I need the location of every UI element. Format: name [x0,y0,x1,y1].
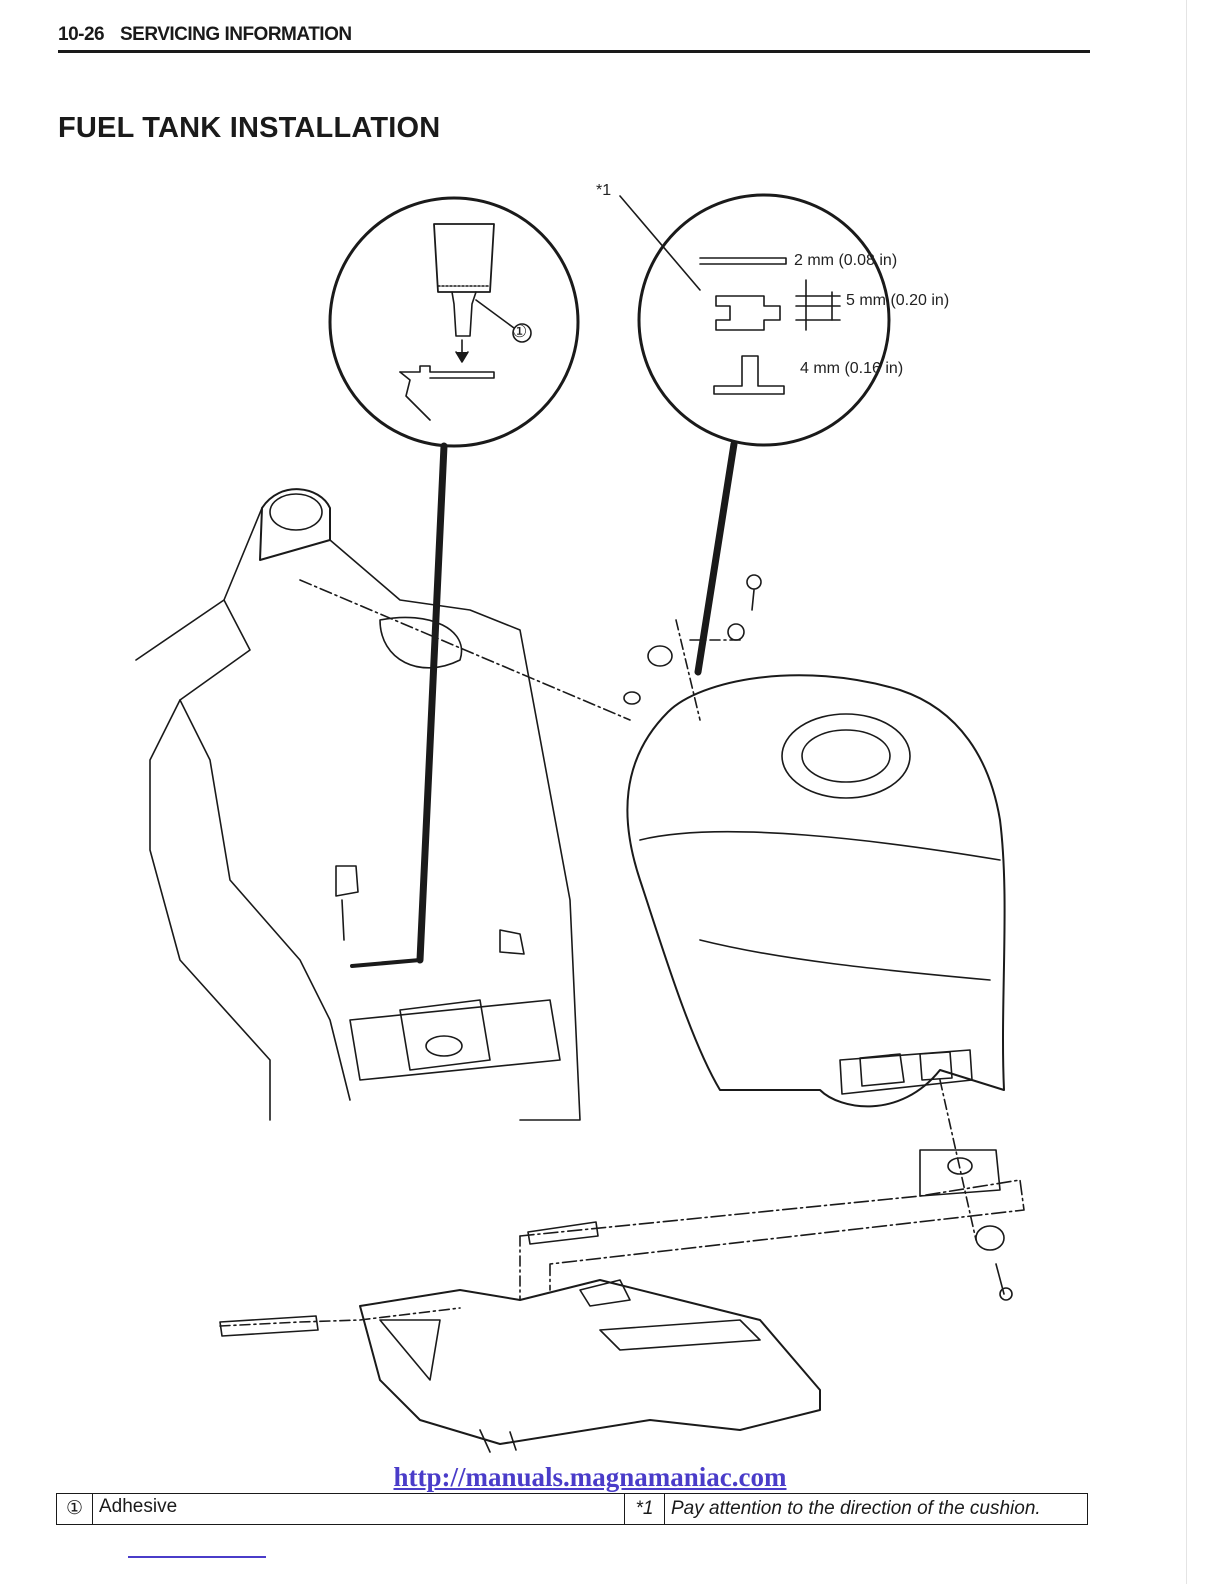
legend-value-1: Adhesive [93,1494,625,1524]
callout-circle-1: ① [512,322,527,342]
dimension-4mm: 4 mm (0.16 in) [800,360,903,378]
cushion-detail-circle [620,195,889,445]
watermark-link[interactable]: http://manuals.magnamaniac.com [380,1462,800,1493]
adhesive-detail-circle [330,198,578,446]
legend-value-2: Pay attention to the direction of the cu… [665,1494,1085,1524]
frame-drawing [136,489,630,1120]
legend-table: ① Adhesive *1 Pay attention to the direc… [56,1493,1088,1525]
callout-star: *1 [596,182,611,200]
rear-frame-drawing [220,1080,1024,1452]
legend-key-2: *1 [625,1494,665,1524]
fuel-tank-drawing [624,575,1005,1106]
legend-key-1: ① [57,1494,93,1524]
dimension-2mm: 2 mm (0.08 in) [794,252,897,270]
dimension-5mm: 5 mm (0.20 in) [846,292,949,310]
footer-rule [128,1556,266,1558]
